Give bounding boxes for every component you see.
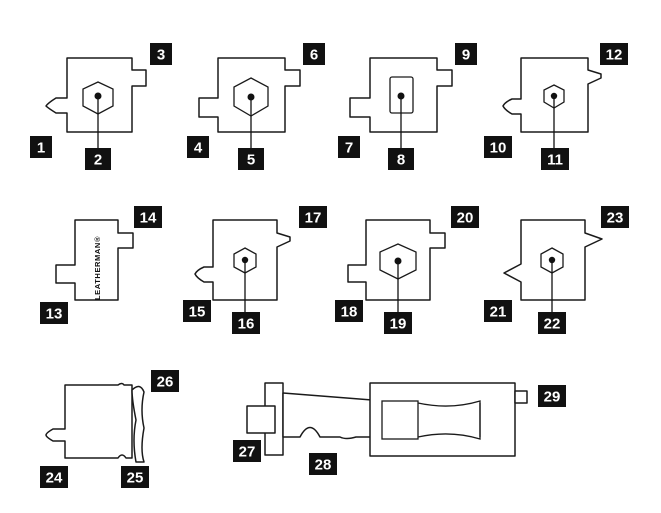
svg-text:4: 4 <box>194 140 203 157</box>
callout-4: 4 <box>187 136 209 158</box>
callout-10: 10 <box>484 136 512 158</box>
callout-26: 26 <box>151 370 179 392</box>
svg-text:20: 20 <box>457 210 474 227</box>
callout-23: 23 <box>601 206 629 228</box>
callout-5: 5 <box>238 148 264 170</box>
callout-15: 15 <box>183 300 211 322</box>
svg-text:3: 3 <box>157 47 165 64</box>
collar <box>381 400 419 440</box>
svg-text:23: 23 <box>607 210 624 227</box>
svg-text:10: 10 <box>490 140 507 157</box>
driver-body <box>282 392 373 440</box>
callout-11: 11 <box>541 148 569 170</box>
callout-16: 16 <box>232 312 260 334</box>
callout-27: 27 <box>233 440 261 462</box>
svg-text:27: 27 <box>239 444 256 461</box>
callout-24: 24 <box>40 466 68 488</box>
tool-1-adapter <box>45 57 147 150</box>
brand-logo: LEATHERMAN® <box>93 236 102 300</box>
callout-17: 17 <box>299 206 327 228</box>
right-bit-tip <box>514 390 528 404</box>
svg-text:19: 19 <box>390 316 407 333</box>
callout-25: 25 <box>121 466 149 488</box>
callout-13: 13 <box>40 302 68 324</box>
left-bit-socket <box>246 405 276 434</box>
svg-text:29: 29 <box>544 389 561 406</box>
tool-5-branded-adapter: LEATHERMAN® <box>55 219 134 301</box>
callout-20: 20 <box>451 206 479 228</box>
svg-text:15: 15 <box>189 304 206 321</box>
svg-text:22: 22 <box>544 316 561 333</box>
tool-10-bit-driver-assembly <box>246 382 528 457</box>
svg-text:9: 9 <box>462 47 470 64</box>
svg-text:6: 6 <box>310 47 318 64</box>
callout-2: 2 <box>85 148 111 170</box>
tool-6-adapter <box>194 219 291 316</box>
svg-text:24: 24 <box>46 470 63 487</box>
tool-9-file-adapter <box>45 382 145 463</box>
svg-text:14: 14 <box>140 210 157 227</box>
callout-22: 22 <box>538 312 566 334</box>
callout-6: 6 <box>303 43 325 65</box>
callout-29: 29 <box>538 385 566 407</box>
svg-text:28: 28 <box>315 457 332 474</box>
callout-28: 28 <box>309 453 337 475</box>
tool-8-adapter <box>503 219 603 316</box>
callout-19: 19 <box>384 312 412 334</box>
svg-text:1: 1 <box>37 140 45 157</box>
svg-text:13: 13 <box>46 306 63 323</box>
tool-7-adapter <box>347 219 446 316</box>
callout-14: 14 <box>134 206 162 228</box>
callout-7: 7 <box>338 136 360 158</box>
callout-21: 21 <box>484 300 512 322</box>
svg-text:11: 11 <box>547 152 563 169</box>
callout-18: 18 <box>335 300 363 322</box>
svg-text:8: 8 <box>397 152 405 169</box>
right-housing <box>369 382 516 457</box>
svg-text:7: 7 <box>345 140 353 157</box>
tool-3-adapter <box>349 57 453 150</box>
svg-text:26: 26 <box>157 374 174 391</box>
callout-3: 3 <box>150 43 172 65</box>
svg-text:17: 17 <box>305 210 322 227</box>
svg-text:25: 25 <box>127 470 144 487</box>
svg-text:21: 21 <box>490 304 507 321</box>
svg-text:12: 12 <box>606 47 623 64</box>
svg-text:2: 2 <box>94 152 102 169</box>
callout-9: 9 <box>455 43 477 65</box>
callout-1: 1 <box>30 136 52 158</box>
svg-text:16: 16 <box>238 316 255 333</box>
file-blade <box>131 385 145 463</box>
tool-4-adapter <box>502 57 602 150</box>
svg-text:18: 18 <box>341 304 358 321</box>
callout-8: 8 <box>388 148 414 170</box>
callout-12: 12 <box>600 43 628 65</box>
tool-2-adapter <box>198 57 301 150</box>
svg-text:5: 5 <box>247 152 255 169</box>
